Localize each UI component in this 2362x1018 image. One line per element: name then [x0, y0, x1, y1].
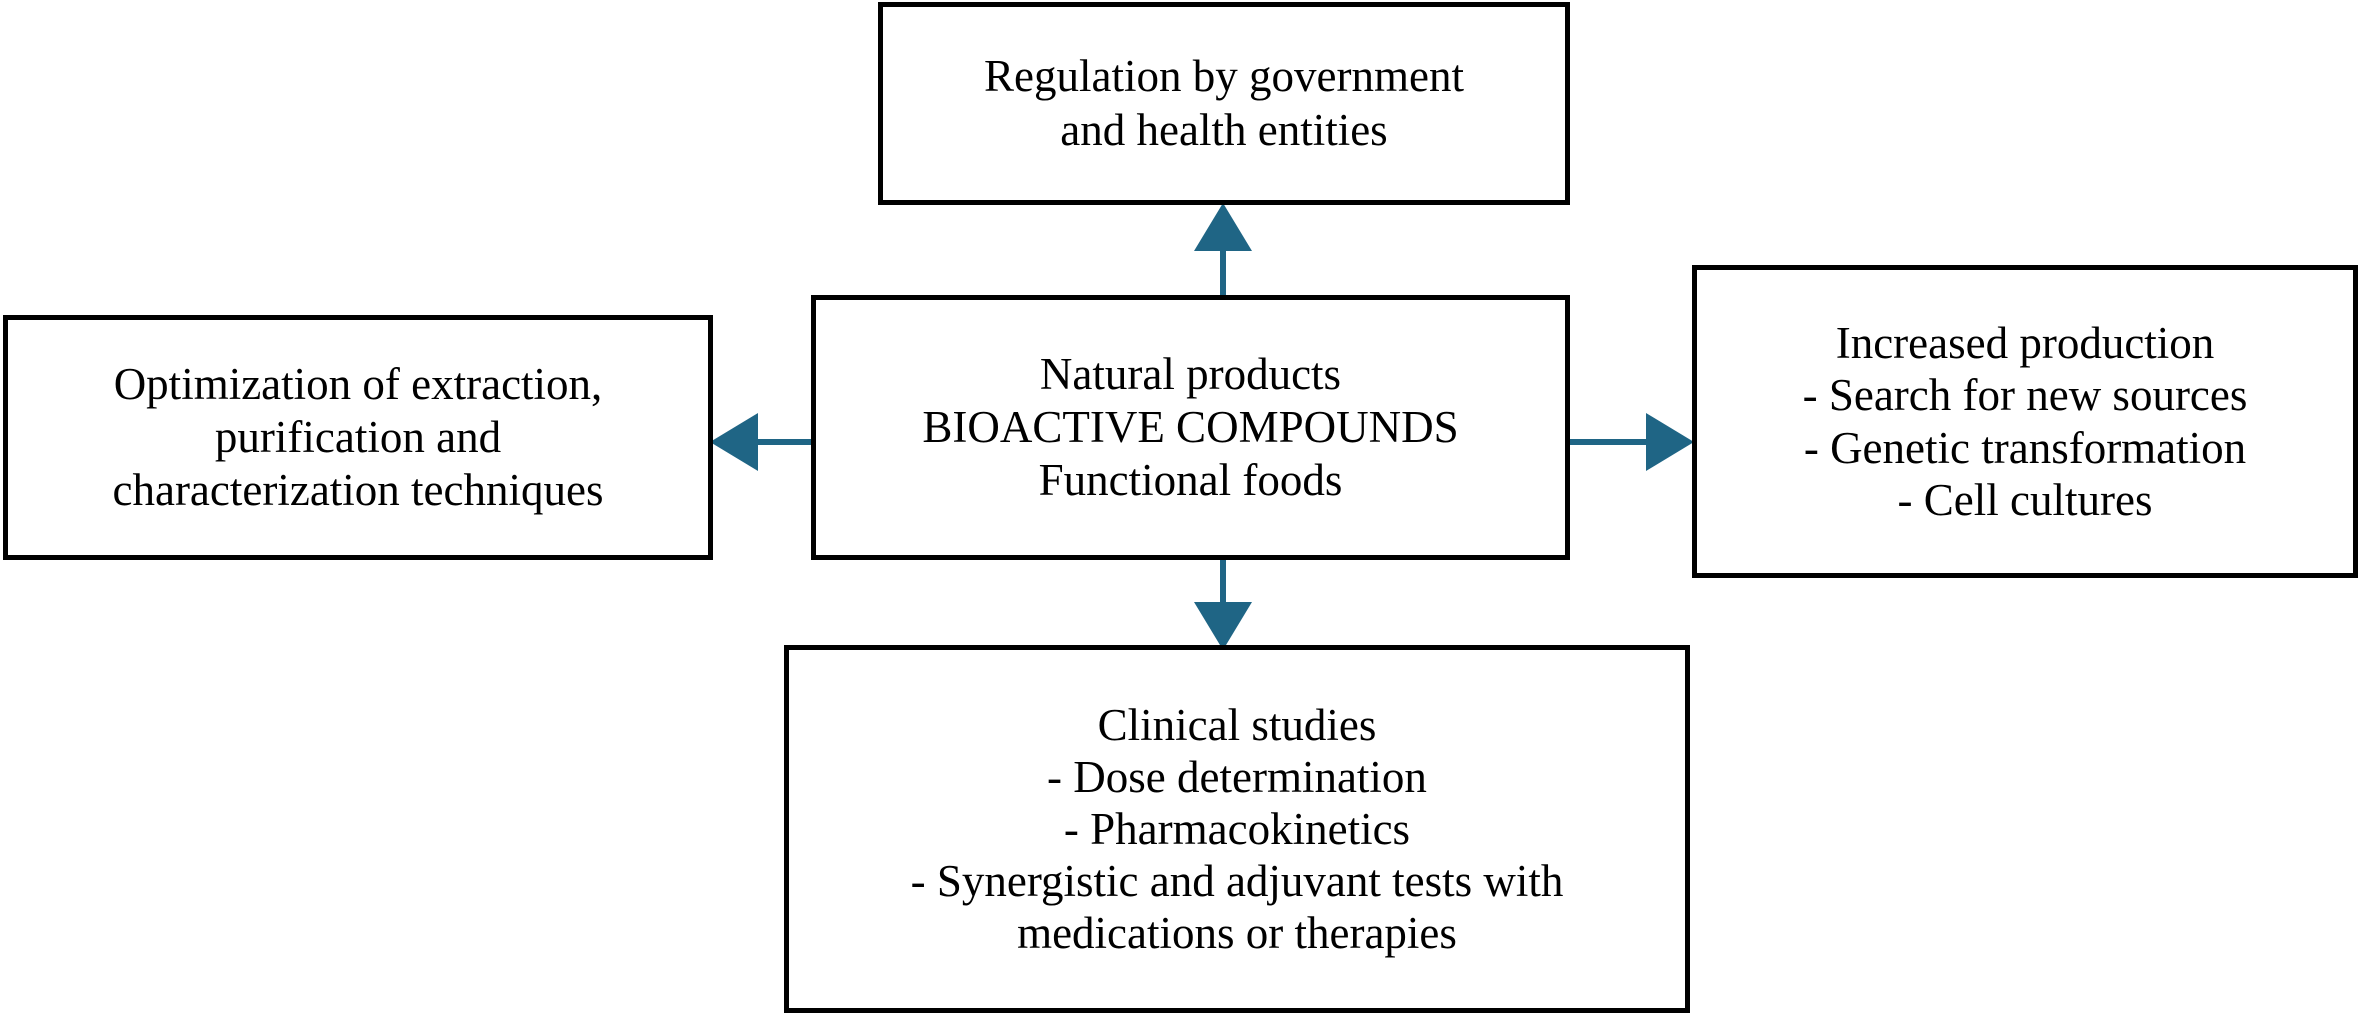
arrow-head-right-icon: [1646, 413, 1694, 471]
node-increased-production[interactable]: Increased production - Search for new so…: [1692, 265, 2358, 578]
node-clinical-studies-line-5: medications or therapies: [1017, 908, 1457, 959]
node-bioactive-compounds-line-1: Natural products: [1039, 348, 1342, 399]
node-clinical-studies-line-4: - Synergistic and adjuvant tests with: [910, 856, 1564, 907]
node-clinical-studies[interactable]: Clinical studies - Dose determination - …: [784, 645, 1690, 1013]
arrow-center-to-increased-production: [1568, 412, 1695, 472]
node-clinical-studies-line-2: - Dose determination: [1047, 751, 1427, 802]
node-increased-production-line-1: Increased production: [1835, 318, 2215, 369]
node-regulation-line-2: and health entities: [1060, 104, 1388, 155]
node-bioactive-compounds-line-2: BIOACTIVE COMPOUNDS: [922, 401, 1459, 452]
node-increased-production-line-3: - Genetic transformation: [1803, 422, 2247, 473]
node-increased-production-line-2: - Search for new sources: [1802, 370, 2248, 421]
node-regulation-line-1: Regulation by government: [984, 51, 1464, 102]
arrow-shaft: [754, 439, 814, 445]
arrow-center-to-optimization: [710, 412, 814, 472]
arrow-shaft: [1568, 439, 1650, 445]
node-clinical-studies-line-3: - Pharmacokinetics: [1063, 803, 1411, 854]
node-optimization[interactable]: Optimization of extraction, purification…: [3, 315, 713, 560]
arrow-shaft: [1220, 243, 1226, 301]
arrow-head-up-icon: [1194, 203, 1252, 251]
node-optimization-line-1: Optimization of extraction,: [113, 358, 603, 409]
node-regulation[interactable]: Regulation by government and health enti…: [878, 2, 1570, 205]
arrow-center-to-regulation: [1193, 203, 1253, 301]
node-optimization-line-3: characterization techniques: [112, 465, 604, 516]
arrow-head-left-icon: [710, 413, 758, 471]
node-clinical-studies-line-1: Clinical studies: [1097, 699, 1377, 750]
node-optimization-line-2: purification and: [214, 411, 502, 462]
node-increased-production-line-4: - Cell cultures: [1897, 474, 2153, 525]
arrow-shaft: [1220, 558, 1226, 610]
arrow-center-to-clinical-studies: [1193, 558, 1253, 650]
node-bioactive-compounds-line-3: Functional foods: [1038, 455, 1343, 506]
node-bioactive-compounds[interactable]: Natural products BIOACTIVE COMPOUNDS Fun…: [811, 295, 1570, 560]
arrow-head-down-icon: [1194, 602, 1252, 650]
